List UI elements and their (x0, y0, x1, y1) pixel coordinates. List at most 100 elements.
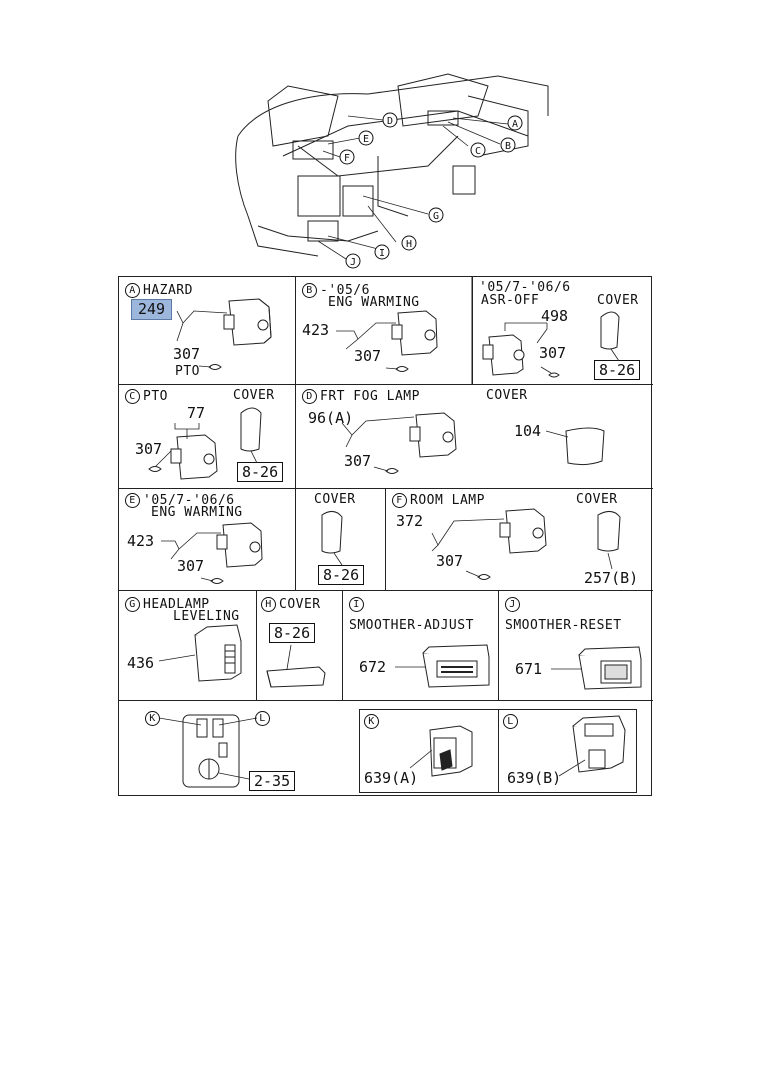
panel-a-letter: A (125, 283, 140, 298)
callout-b: B (500, 137, 516, 153)
panel-i-title: SMOOTHER-ADJUST (349, 618, 474, 633)
switch-k-drawing (409, 725, 473, 777)
callout-a: A (507, 115, 523, 131)
panel-i-letter: I (349, 597, 364, 612)
panel-d-title-text: FRT FOG LAMP (320, 389, 420, 404)
panel-k-title: K (364, 714, 382, 729)
panel-j-smoother-reset: J SMOOTHER-RESET 671 (499, 591, 653, 701)
callout-c: C (470, 142, 486, 158)
panel-d-letter: D (302, 389, 317, 404)
part-249-highlight[interactable]: 249 (131, 299, 173, 320)
cover-ref-8-26[interactable]: 8-26 (237, 462, 284, 482)
part-257b-label[interactable]: 257(B) (584, 569, 639, 587)
part-307-label[interactable]: 307 (539, 344, 567, 362)
k-callout: K (145, 711, 163, 726)
callout-i: I (374, 244, 390, 260)
part-672-label[interactable]: 672 (359, 658, 387, 676)
panel-e-line1: '05/7-'06/6 (143, 493, 235, 508)
panel-asr-line1: '05/7-'06/6 (479, 280, 571, 295)
cover-ref-8-26[interactable]: 8-26 (318, 565, 365, 585)
part-307-label[interactable]: 307 (177, 557, 205, 575)
k-callout-letter: K (145, 711, 160, 726)
panel-d-cover-label: COVER (486, 388, 528, 403)
part-307-label[interactable]: 307 (135, 440, 163, 458)
panel-l-title: L (503, 714, 521, 729)
panel-b-title: B-'05/6 (302, 283, 370, 298)
part-372-label[interactable]: 372 (396, 512, 424, 530)
callout-h: H (401, 235, 417, 251)
callout-d-label: D (387, 116, 393, 127)
part-307-label[interactable]: 307 (354, 347, 382, 365)
panel-kl-location: K L 2-35 (119, 701, 359, 797)
kl-location-drawing (158, 714, 258, 788)
room-lamp-switch-drawing (431, 508, 621, 580)
panel-l: L 639(B) (499, 709, 637, 793)
callout-b-label: B (505, 141, 511, 152)
cover-ref-8-26[interactable]: 8-26 (594, 360, 641, 380)
cover-ref-8-26[interactable]: 8-26 (269, 623, 316, 643)
e-cover-drawing (321, 511, 343, 566)
panel-b-letter: B (302, 283, 317, 298)
callout-g: G (428, 207, 444, 223)
smoother-adjust-drawing (395, 644, 490, 688)
callout-i-label: I (379, 248, 385, 259)
panel-k-letter: K (364, 714, 379, 729)
panel-g-letter: G (125, 597, 140, 612)
panel-f-title-text: ROOM LAMP (410, 493, 485, 508)
panel-c-title-text: PTO (143, 389, 168, 404)
panel-b-line1: -'05/6 (320, 283, 370, 298)
panel-j-title-row: J (505, 597, 523, 612)
panel-j-letter: J (505, 597, 520, 612)
asr-off-switch-drawing (471, 277, 620, 385)
hazard-switch-drawing (176, 298, 272, 370)
part-307-label[interactable]: 307 (344, 452, 372, 470)
panel-h-title-text: COVER (279, 597, 321, 612)
part-307-label[interactable]: 307 (173, 345, 201, 363)
panel-asr-line2: ASR-OFF (481, 293, 540, 308)
panel-a-title-text: HAZARD (143, 283, 193, 298)
panel-g-line1: HEADLAMP (143, 597, 210, 612)
headlamp-leveling-drawing (158, 624, 242, 682)
part-104-label[interactable]: 104 (514, 422, 542, 440)
part-423-label[interactable]: 423 (302, 321, 330, 339)
callout-a-label: A (512, 119, 518, 130)
callout-g-label: G (433, 211, 439, 222)
panel-f-letter: F (392, 493, 407, 508)
panel-c-letter: C (125, 389, 140, 404)
panel-e-title: E'05/7-'06/6 (125, 493, 235, 508)
callout-e: E (358, 130, 374, 146)
l-callout: L (255, 711, 273, 726)
ref-2-35[interactable]: 2-35 (249, 771, 296, 791)
part-671-label[interactable]: 671 (515, 660, 543, 678)
callout-j: J (345, 253, 361, 269)
panel-e-cover: COVER 8-26 (296, 489, 386, 591)
part-423-label[interactable]: 423 (127, 532, 155, 550)
eng-warming-switch-drawing (336, 310, 438, 372)
part-498-label[interactable]: 498 (541, 307, 569, 325)
dashboard-drawing: A B C D E F G H I J (235, 73, 549, 269)
panel-i-smoother-adjust: I SMOOTHER-ADJUST 672 (343, 591, 499, 701)
part-96a-label[interactable]: 96(A) (308, 409, 354, 427)
panel-i-title-row: I (349, 597, 367, 612)
part-77-label[interactable]: 77 (187, 404, 206, 422)
part-639a-label[interactable]: 639(A) (364, 769, 419, 787)
panel-h-letter: H (261, 597, 276, 612)
part-307-label[interactable]: 307 (436, 552, 464, 570)
l-callout-letter: L (255, 711, 270, 726)
panel-f-cover-label: COVER (576, 492, 618, 507)
panel-j-title: SMOOTHER-RESET (505, 618, 622, 633)
part-436-label[interactable]: 436 (127, 654, 155, 672)
eng-warming-e-switch-drawing (161, 522, 263, 584)
part-639b-label[interactable]: 639(B) (507, 769, 562, 787)
panel-k: K 639(A) (359, 709, 499, 793)
callout-e-label: E (363, 134, 369, 145)
panel-b-line2: ENG WARMING (328, 295, 420, 310)
